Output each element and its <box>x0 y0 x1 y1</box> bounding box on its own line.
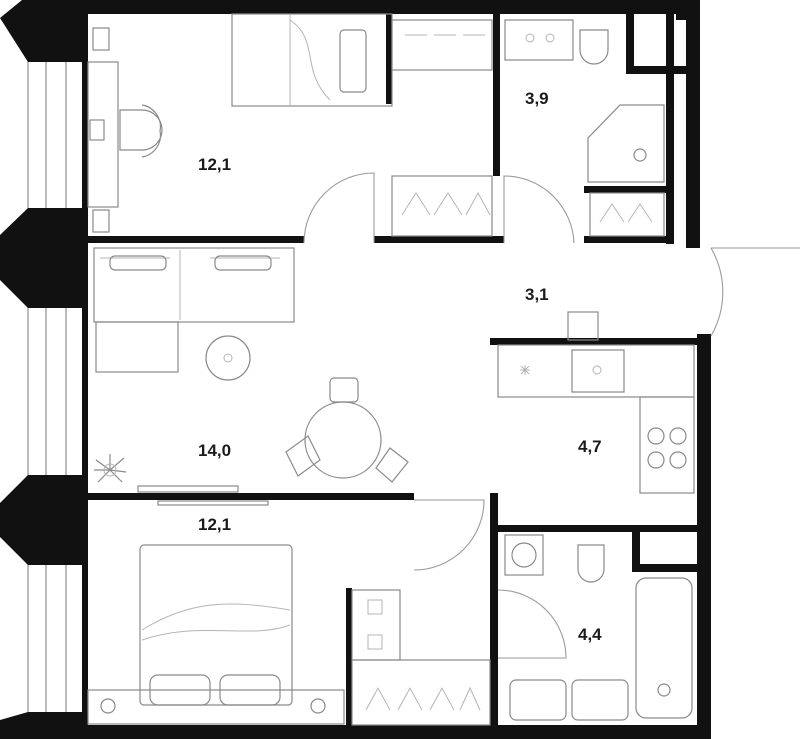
door-bedroom-top <box>303 172 375 244</box>
wall-bath-bottom-left <box>490 660 498 728</box>
area-label-hallway: 3,1 <box>525 285 549 304</box>
kitchen-counter-side <box>639 396 695 494</box>
radiator-icon <box>92 209 110 233</box>
pillar-mid-left <box>0 208 86 308</box>
bathtub <box>635 577 693 719</box>
sink-bottom <box>509 679 567 721</box>
toilet-icon <box>577 544 605 583</box>
coffee-table <box>205 335 251 381</box>
pillar-low-left <box>0 475 86 565</box>
bathroom-bottom-furniture <box>504 534 693 721</box>
wall-left <box>82 0 88 739</box>
wall-bedroom-bottom-closet <box>346 588 352 728</box>
wall-bath-bottom-top <box>498 525 697 532</box>
plant-icon <box>94 454 127 483</box>
area-label-bathroom-top: 3,9 <box>525 89 549 108</box>
wall-bath-top-bottom <box>584 186 674 193</box>
pillar-top-left <box>0 0 86 62</box>
lamp-icon <box>310 698 326 714</box>
radiator-icon <box>92 27 110 51</box>
area-label-bathroom-bottom: 4,4 <box>578 625 602 644</box>
wall-right-lower <box>697 334 711 739</box>
wall-right-upper <box>686 0 700 248</box>
kitchen-counter <box>497 344 695 398</box>
wall-bath-bottom-shaft <box>632 532 640 572</box>
sink-top <box>504 19 574 61</box>
washing-machine <box>504 534 544 576</box>
kitchen-furniture <box>497 344 695 494</box>
wall-bath-top-left <box>493 14 500 64</box>
lamp-icon <box>100 698 116 714</box>
area-label-kitchen: 4,7 <box>578 437 602 456</box>
door-bedroom-bottom <box>413 499 485 571</box>
wall-bath-top-shaft-b <box>626 66 686 74</box>
dining-table <box>304 401 382 479</box>
window-strip <box>27 59 67 716</box>
sofa <box>93 247 295 323</box>
door-entrance <box>710 247 800 337</box>
wall-bath-top-inner <box>666 14 674 244</box>
wall-top <box>86 0 690 14</box>
sink-bottom <box>571 679 629 721</box>
bathroom-top-furniture <box>504 19 665 237</box>
chair <box>375 447 409 483</box>
area-label-living-room: 14,0 <box>198 441 231 460</box>
area-label-bedroom-bottom: 12,1 <box>198 515 231 534</box>
wall-bath-top-closet-bottom <box>584 236 674 243</box>
door-wardrobe <box>503 175 575 244</box>
wall-bath-bottom-shaft-b <box>632 564 697 572</box>
office-chair <box>119 104 163 158</box>
door-bath-bottom <box>497 589 567 659</box>
walls <box>0 0 711 739</box>
doors <box>303 172 800 659</box>
closet-top <box>391 19 493 71</box>
bedroom-top-furniture <box>87 13 493 237</box>
wall-wardrobe-top-bottom <box>374 236 504 243</box>
laptop-icon <box>89 119 105 141</box>
toilet-icon <box>579 29 609 65</box>
wall-kitchen-bottom <box>490 493 498 713</box>
bed-top <box>231 13 393 107</box>
wall-living-bottom <box>86 493 414 500</box>
pillow <box>339 29 367 93</box>
hood-icon <box>520 365 530 375</box>
living-room-furniture <box>93 247 599 506</box>
wall-top-closet-divider <box>386 14 392 104</box>
tv-stand <box>137 485 239 493</box>
double-bed <box>139 544 293 706</box>
stove-icon <box>647 427 665 445</box>
wall-kitchen-top <box>490 338 700 345</box>
wall-bottom <box>86 725 711 739</box>
nightstand-shelf <box>87 689 345 725</box>
pillar-bottom-left <box>0 712 86 739</box>
area-labels: 12,1 3,9 3,1 14,0 4,7 12,1 4,4 <box>198 89 602 644</box>
shower-cabin <box>587 104 665 183</box>
wardrobe <box>391 175 493 237</box>
closet-bath-top <box>589 192 665 237</box>
wall-right-corner <box>676 0 700 20</box>
desk <box>87 61 119 208</box>
chair <box>329 377 359 403</box>
wall-bedroom-top-bottom <box>86 236 304 243</box>
chair <box>285 435 321 477</box>
wall-bedroom-top-right <box>493 14 500 176</box>
kitchen-sink <box>571 349 625 393</box>
wall-bath-top-shaft <box>626 14 634 74</box>
area-label-bedroom-top: 12,1 <box>198 155 231 174</box>
bedroom-bottom-furniture <box>87 544 491 726</box>
coat-rack <box>567 311 599 341</box>
